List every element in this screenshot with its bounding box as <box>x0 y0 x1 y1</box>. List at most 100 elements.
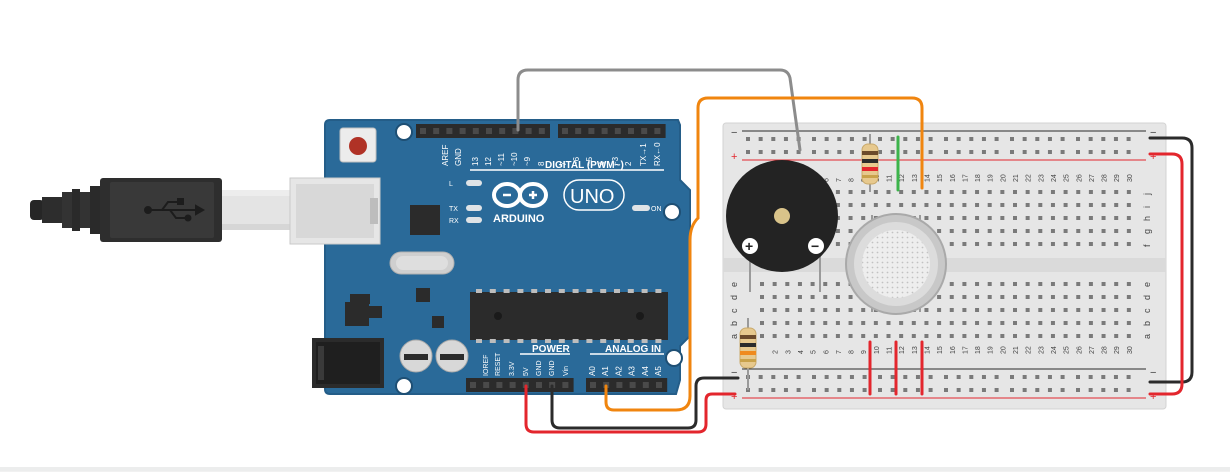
reset-button[interactable] <box>339 127 377 163</box>
column-number: 14 <box>924 346 931 354</box>
mount-hole <box>395 123 413 141</box>
piezo-buzzer[interactable]: + − <box>726 160 838 292</box>
header-pin[interactable] <box>486 128 492 134</box>
column-number: 13 <box>912 174 919 182</box>
wire-orange-buzzer[interactable] <box>696 96 924 220</box>
column-number: 15 <box>937 346 944 354</box>
header-pin[interactable] <box>472 128 479 134</box>
power-pin-label: GND <box>536 360 543 376</box>
power-pin-label: Vin <box>563 366 570 376</box>
header-pin[interactable] <box>654 128 661 134</box>
header-pin[interactable] <box>628 128 634 134</box>
header-pin[interactable] <box>642 382 649 388</box>
mount-hole <box>395 377 413 395</box>
usb-symbol-icon <box>144 198 206 222</box>
gas-sensor[interactable] <box>845 213 947 315</box>
header-pin[interactable] <box>656 382 662 388</box>
header-pin[interactable] <box>525 128 532 134</box>
wire-black-rail[interactable] <box>1148 136 1194 384</box>
column-number: 3 <box>785 350 792 354</box>
resistor-top[interactable] <box>861 134 879 192</box>
header-pin[interactable] <box>446 128 453 134</box>
header-pin[interactable] <box>470 382 476 388</box>
header-pin[interactable] <box>433 128 440 134</box>
row-letter: f <box>1142 244 1152 247</box>
power-label: POWER <box>532 344 571 355</box>
rail-sign: + <box>731 391 737 403</box>
column-number: 28 <box>1102 346 1109 354</box>
status-led <box>466 180 482 186</box>
header-pin[interactable] <box>499 128 506 134</box>
header-pin[interactable] <box>629 382 636 388</box>
analog-pin-label: A3 <box>628 366 637 376</box>
header-pin[interactable] <box>512 128 519 134</box>
column-number: 17 <box>962 346 969 354</box>
column-number: 25 <box>1064 346 1071 354</box>
header-pin[interactable] <box>590 382 596 388</box>
rail-sign: + <box>1150 151 1156 163</box>
row-letter: d <box>1142 295 1152 300</box>
wire-orange-analog[interactable] <box>604 216 700 412</box>
header-pin[interactable] <box>616 382 623 388</box>
wires[interactable] <box>516 68 1194 434</box>
column-number: 5 <box>811 350 818 354</box>
row-letter: j <box>1142 193 1152 196</box>
header-pin[interactable] <box>420 128 426 134</box>
wire-red-rail[interactable] <box>1148 152 1184 396</box>
column-number: 27 <box>1089 174 1096 182</box>
usb-controller-chip <box>410 205 440 235</box>
header-pin[interactable] <box>509 382 516 388</box>
digital-pin-label: 2 <box>624 161 633 166</box>
resistor-bottom[interactable] <box>739 318 757 390</box>
column-number: 23 <box>1038 174 1045 182</box>
header-pin[interactable] <box>536 382 542 388</box>
row-letter: e <box>729 282 739 287</box>
digital-pin-label: RX←0 <box>653 142 662 166</box>
analog-header[interactable] <box>586 378 668 392</box>
column-number: 8 <box>849 178 856 182</box>
column-number: 13 <box>912 346 919 354</box>
header-pin[interactable] <box>601 128 608 134</box>
column-number: 28 <box>1102 174 1109 182</box>
header-pin[interactable] <box>562 128 568 134</box>
wire-black-gnd[interactable] <box>550 376 740 430</box>
atmega-microcontroller <box>470 289 668 343</box>
column-number: 20 <box>1000 174 1007 182</box>
digital-pin-label: TX→1 <box>639 143 648 166</box>
header-pin[interactable] <box>588 128 595 134</box>
column-number: 25 <box>1064 174 1071 182</box>
header-pin[interactable] <box>641 128 648 134</box>
row-letter: d <box>729 295 739 300</box>
digital-pin-label: 4 <box>598 161 607 166</box>
row-letter: c <box>729 308 739 313</box>
header-pin[interactable] <box>538 128 545 134</box>
wire-red-5v[interactable] <box>524 384 737 434</box>
rail-sign: − <box>731 127 737 139</box>
header-pin[interactable] <box>614 128 621 134</box>
column-number: 2 <box>773 350 780 354</box>
usb-cable[interactable] <box>30 178 292 242</box>
header-pin[interactable] <box>459 128 466 134</box>
wire-gray[interactable] <box>516 68 802 152</box>
header-pin[interactable] <box>483 382 490 388</box>
column-number: 6 <box>823 178 830 182</box>
header-pin[interactable] <box>562 382 569 388</box>
column-number: 19 <box>988 174 995 182</box>
rail-sign: − <box>1150 127 1156 139</box>
header-pin[interactable] <box>575 128 582 134</box>
rail-sign: + <box>1150 391 1156 403</box>
row-letter: h <box>1142 216 1152 221</box>
header-pin[interactable] <box>496 382 503 388</box>
column-number: 27 <box>1089 346 1096 354</box>
power-header[interactable] <box>466 378 574 392</box>
digital-header[interactable] <box>416 124 666 138</box>
led-label: RX <box>449 218 459 225</box>
analog-pin-label: A4 <box>641 366 650 376</box>
small-chip <box>416 288 430 302</box>
power-pin-label: 3.3V <box>509 361 516 376</box>
analog-pin-label: A1 <box>601 366 610 376</box>
